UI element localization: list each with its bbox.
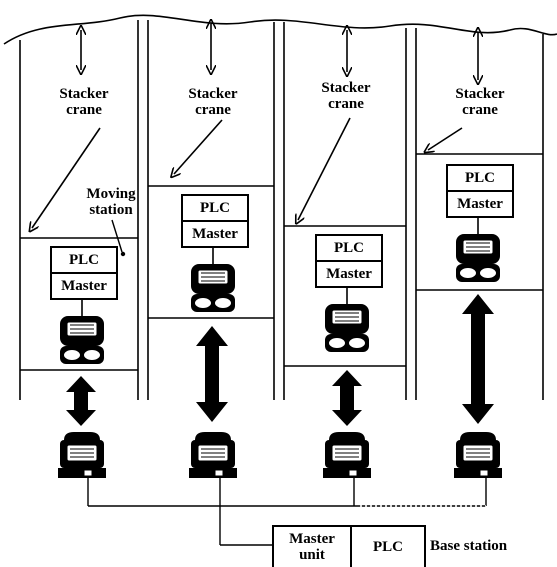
aisle-2: [148, 22, 285, 400]
wavy-top-edge: [3, 14, 557, 45]
moving-transceiver-1: [60, 316, 104, 364]
thick-arrow-2: [196, 326, 228, 422]
ground-transceiver-4: [454, 432, 502, 478]
pointer-arrow-2: [174, 119, 223, 174]
plc-label-2: PLC: [183, 196, 247, 222]
moving-transceiver-2: [191, 264, 235, 312]
thick-arrow-1: [66, 376, 96, 426]
ground-transceiver-1: [58, 432, 106, 478]
master-unit-label: Master unit: [274, 527, 352, 567]
base-plc-label: PLC: [373, 539, 403, 555]
plc-master-box-2: PLC Master: [181, 194, 249, 248]
plc-label-4: PLC: [448, 166, 512, 192]
base-bus-wiring: [87, 478, 487, 546]
aisle-1: [19, 20, 149, 400]
moving-transceiver-4: [456, 234, 500, 282]
master-label-2: Master: [192, 225, 238, 242]
moving-station-dot: [120, 251, 126, 257]
master-label-4: Master: [457, 195, 503, 212]
ground-transceiver-3: [323, 432, 371, 478]
plc-master-box-3: PLC Master: [315, 234, 383, 288]
pointer-arrow-4: [428, 127, 463, 150]
plc-label-1: PLC: [52, 248, 116, 274]
aisle-3: [284, 28, 417, 400]
crane-label-3: Stacker crane: [321, 80, 371, 112]
crane-label-4: Stacker crane: [455, 86, 505, 118]
thick-arrow-4: [462, 294, 494, 424]
pointer-arrow-1: [32, 127, 101, 228]
base-station-label: Base station: [430, 538, 508, 554]
ground-transceiver-2: [189, 432, 237, 478]
pointer-arrow-3: [298, 117, 351, 220]
moving-station-label: Moving station: [86, 186, 136, 218]
moving-station-pointer: [111, 219, 123, 253]
plc-master-box-1: PLC Master: [50, 246, 118, 300]
thick-arrow-3: [332, 370, 362, 426]
master-label-1: Master: [61, 277, 107, 294]
plc-master-box-4: PLC Master: [446, 164, 514, 218]
moving-transceiver-3: [325, 304, 369, 352]
plc-label-3: PLC: [317, 236, 381, 262]
aisle-4: [416, 34, 544, 400]
master-label-3: Master: [326, 265, 372, 282]
crane-label-1: Stacker crane: [59, 86, 109, 118]
base-station-box: Master unit PLC: [272, 525, 426, 567]
crane-label-2: Stacker crane: [188, 86, 238, 118]
